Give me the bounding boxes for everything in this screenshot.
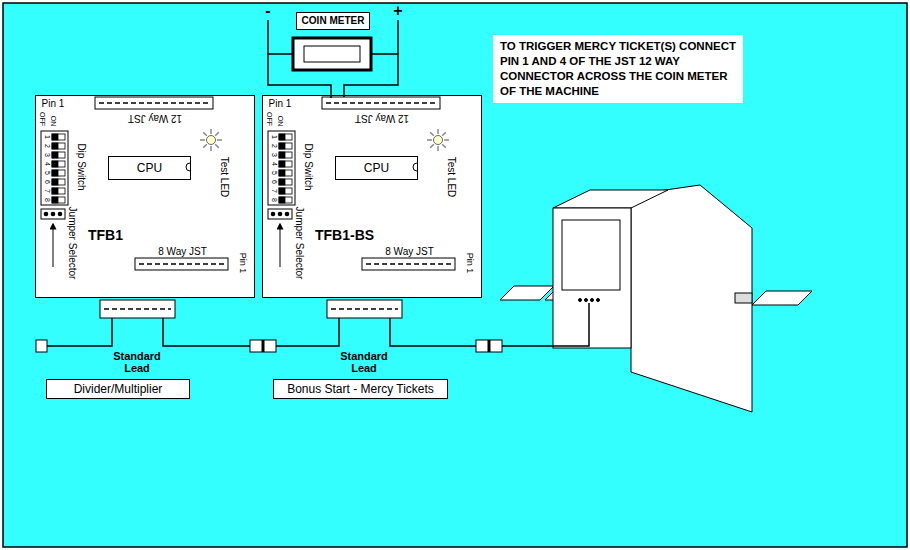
dispenser-pin [579, 299, 582, 302]
lead-wire [276, 318, 339, 346]
rotated-label: Test LED [219, 157, 229, 198]
rotated-label: OFF [39, 112, 46, 126]
ticket-dispenser [500, 185, 812, 412]
meter-window [304, 46, 360, 62]
box-text: Bonus Start - Mercy Tickets [287, 382, 434, 396]
rotated-label: 6 [44, 180, 51, 184]
rotated-label: Pin 1 [238, 253, 247, 274]
lead-joint-divider [488, 340, 491, 352]
rotated-label: 4 [271, 162, 278, 166]
lead-wire [47, 318, 112, 346]
box-text: COIN METER [296, 12, 371, 30]
rotated-label: 5 [44, 171, 51, 175]
rotated-label: 3 [44, 153, 51, 157]
part-label: Pin 1 [42, 99, 65, 109]
part-label: Standard Lead [333, 350, 395, 374]
part-label: - [265, 3, 270, 19]
board-drawing [35, 95, 255, 318]
rotated-label: Test LED [446, 157, 456, 198]
rotated-label: 4 [44, 162, 51, 166]
mounting-plate [631, 185, 752, 412]
rotated-label: Pin 1 [465, 253, 474, 274]
rotated-label: 1 [44, 135, 51, 139]
rotated-label: 7 [271, 189, 278, 193]
rotated-label: Jumper Selector [67, 207, 77, 280]
rotated-label: 8 [44, 198, 51, 202]
lead-wire [390, 318, 476, 346]
box-text: TO TRIGGER MERCY TICKET(S) CONNECT PIN 1… [500, 39, 736, 99]
dispenser-pin [597, 299, 600, 302]
meter-wire [267, 20, 269, 54]
meter-wire [344, 54, 398, 97]
board-drawing [262, 95, 482, 318]
rotated-label: 5 [271, 171, 278, 175]
dispenser-pin [591, 299, 594, 302]
box-text: 12 Way JST [323, 112, 441, 124]
coin-meter: COIN METER [292, 10, 374, 72]
lead-joint-divider [262, 340, 265, 352]
dispenser-pin [585, 299, 588, 302]
dispenser-top [553, 190, 668, 208]
rotated-label: 2 [271, 144, 278, 148]
jst-connector: 12 Way JST [323, 98, 441, 124]
jst-connector: 8 Way JST [363, 246, 456, 271]
dispenser-wire [502, 303, 589, 346]
box-text: CPU [137, 161, 162, 175]
box-text: 8 Way JST [363, 246, 456, 258]
lead-wire [163, 318, 250, 346]
meter-wire [397, 20, 399, 54]
lead-joint-plug [476, 340, 502, 352]
box-text: 8 Way JST [136, 246, 229, 258]
rotated-label: 7 [44, 189, 51, 193]
rotated-label: OFF [266, 112, 273, 126]
rotated-label: Dip Switch [303, 143, 313, 190]
note-box: TO TRIGGER MERCY TICKET(S) CONNECT PIN 1… [493, 35, 743, 103]
cpu-chip: CPU [108, 156, 191, 180]
dispenser-window [562, 220, 620, 290]
dispenser-front [553, 208, 631, 348]
rotated-label: 3 [271, 153, 278, 157]
rotated-label: 6 [271, 180, 278, 184]
cpu-chip: CPU [335, 156, 418, 180]
ticket [752, 291, 812, 305]
jst-connector: 12 Way JST [96, 98, 214, 124]
rotated-label: 8 [271, 198, 278, 202]
box-text: 12 Way JST [96, 112, 214, 124]
lead-end-plug [36, 340, 47, 352]
box-text: TFB1 [88, 227, 123, 243]
ticket-slot [735, 293, 752, 303]
jst-connector: 8 Way JST [136, 246, 229, 271]
part-label: Standard Lead [106, 350, 168, 374]
box-text: Divider/Multiplier [74, 382, 163, 396]
rotated-label: 1 [271, 135, 278, 139]
rotated-label: 2 [44, 144, 51, 148]
rotated-label: Dip Switch [76, 143, 86, 190]
meter-wire [268, 54, 331, 98]
rotated-label: ON [277, 116, 284, 127]
caption-box: Bonus Start - Mercy Tickets [273, 379, 448, 399]
caption-box: Divider/Multiplier [46, 379, 190, 399]
part-label: Pin 1 [269, 99, 292, 109]
part-label: + [393, 3, 402, 19]
meter-body [293, 38, 371, 70]
ticket [500, 286, 554, 300]
rotated-label: ON [50, 116, 57, 127]
lead-joint-plug [250, 340, 276, 352]
box-text: TFB1-BS [315, 227, 374, 243]
box-text: CPU [364, 161, 389, 175]
ground-panel [3, 3, 907, 547]
rotated-label: Jumper Selector [294, 207, 304, 280]
